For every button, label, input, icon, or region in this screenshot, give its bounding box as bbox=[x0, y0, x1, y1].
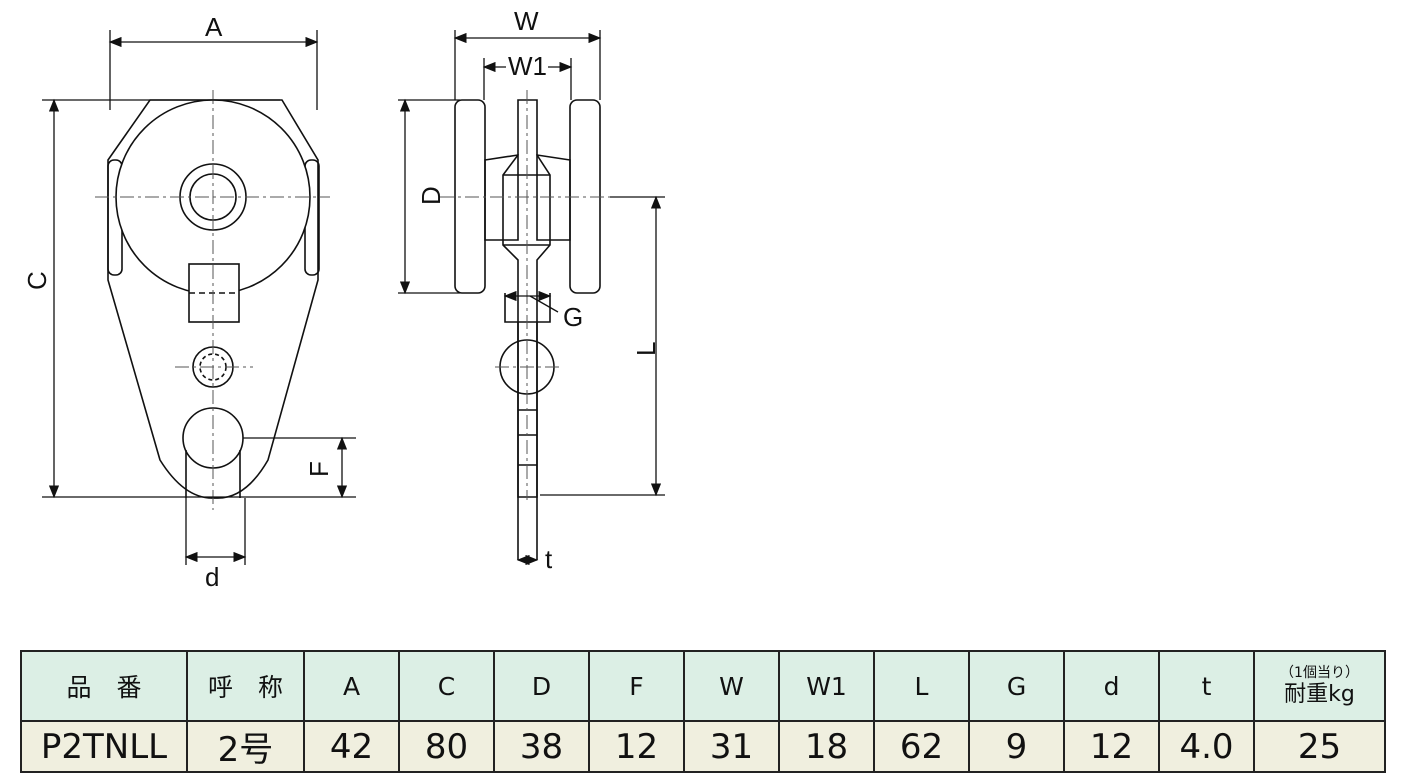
dim-label-d: d bbox=[205, 562, 219, 592]
cell-C: 80 bbox=[398, 720, 495, 773]
table-row: P2TNLL 2号 42 80 38 12 31 18 62 9 12 4.0 … bbox=[20, 720, 1386, 773]
header-load-note: （1個当り） bbox=[1280, 665, 1359, 681]
cell-F: 12 bbox=[588, 720, 685, 773]
table-header-row: 品 番 呼 称 A C D F W W1 L G d t （1個当り） 耐重kg bbox=[20, 650, 1386, 722]
header-load: （1個当り） 耐重kg bbox=[1253, 650, 1386, 722]
header-d: d bbox=[1063, 650, 1160, 722]
header-W1: W1 bbox=[778, 650, 875, 722]
header-G: G bbox=[968, 650, 1065, 722]
cell-W: 31 bbox=[683, 720, 780, 773]
dim-label-D: D bbox=[416, 186, 446, 205]
dim-label-W: W bbox=[514, 6, 539, 36]
cell-load: 25 bbox=[1253, 720, 1386, 773]
header-W: W bbox=[683, 650, 780, 722]
cell-D: 38 bbox=[493, 720, 590, 773]
cell-d: 12 bbox=[1063, 720, 1160, 773]
side-dimensions bbox=[398, 30, 665, 566]
dim-label-A: A bbox=[205, 12, 223, 42]
cell-W1: 18 bbox=[778, 720, 875, 773]
dim-label-W1: W1 bbox=[508, 51, 547, 81]
header-A: A bbox=[303, 650, 400, 722]
dim-label-L: L bbox=[631, 342, 661, 356]
technical-drawing: A C F d bbox=[22, 6, 665, 592]
spec-table: 品 番 呼 称 A C D F W W1 L G d t （1個当り） 耐重kg… bbox=[20, 650, 1386, 773]
header-load-label: 耐重kg bbox=[1284, 682, 1355, 707]
header-part-no: 品 番 bbox=[20, 650, 188, 722]
front-centerlines bbox=[95, 90, 330, 510]
front-dimensions bbox=[42, 30, 356, 565]
header-D: D bbox=[493, 650, 590, 722]
header-F: F bbox=[588, 650, 685, 722]
dim-label-C: C bbox=[22, 271, 52, 290]
cell-L: 62 bbox=[873, 720, 970, 773]
side-centerlines bbox=[440, 90, 615, 500]
header-L: L bbox=[873, 650, 970, 722]
header-size: 呼 称 bbox=[186, 650, 305, 722]
cell-t: 4.0 bbox=[1158, 720, 1255, 773]
dim-label-t: t bbox=[545, 544, 553, 574]
cell-G: 9 bbox=[968, 720, 1065, 773]
dim-label-G: G bbox=[563, 302, 583, 332]
cell-part-no: P2TNLL bbox=[20, 720, 188, 773]
cell-A: 42 bbox=[303, 720, 400, 773]
header-C: C bbox=[398, 650, 495, 722]
cell-size: 2号 bbox=[186, 720, 305, 773]
header-t: t bbox=[1158, 650, 1255, 722]
dim-label-F: F bbox=[304, 461, 334, 477]
